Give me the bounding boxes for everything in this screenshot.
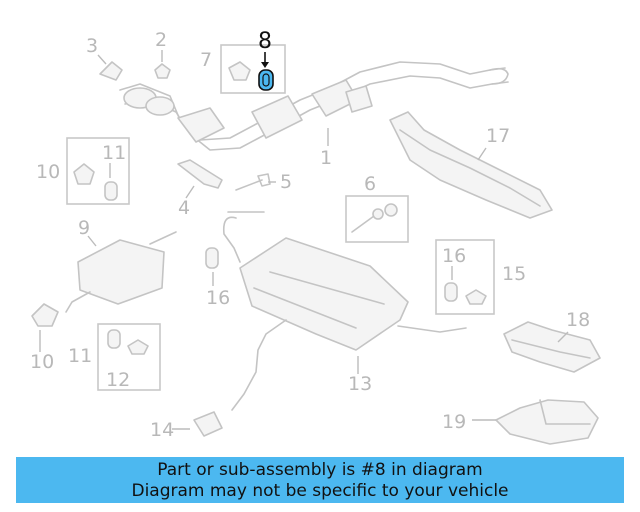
part-10-clamp[interactable] (31, 303, 59, 327)
banner-line-1: Part or sub-assembly is #8 in diagram (157, 460, 483, 480)
callout-15[interactable]: 15 (502, 263, 526, 285)
callout-12[interactable]: 12 (106, 369, 130, 391)
part-10-kit-box (66, 137, 130, 205)
part-7-clamp[interactable] (228, 61, 251, 81)
part-8-gasket[interactable] (258, 69, 274, 91)
callout-8[interactable]: 8 (258, 29, 272, 54)
part-18-heat-shield[interactable] (503, 321, 601, 373)
callout-11b[interactable]: 11 (68, 345, 92, 367)
callout-4[interactable]: 4 (178, 197, 190, 219)
part-12-hanger[interactable] (127, 339, 149, 355)
callout-9[interactable]: 9 (78, 217, 90, 239)
info-banner: Part or sub-assembly is #8 in diagram Di… (16, 457, 624, 503)
part-15-hanger[interactable] (465, 289, 487, 305)
callout-7[interactable]: 7 (200, 49, 212, 71)
callout-18[interactable]: 18 (566, 309, 590, 331)
callout-10b[interactable]: 10 (30, 351, 54, 373)
part-16-gasket[interactable] (205, 247, 219, 269)
part-6-kit-box (345, 195, 409, 243)
callout-11a[interactable]: 11 (102, 142, 126, 164)
part-3-nut[interactable] (99, 61, 123, 81)
callout-5[interactable]: 5 (280, 171, 292, 193)
part-7-kit-box (220, 44, 286, 94)
callout-17[interactable]: 17 (486, 125, 510, 147)
part-1-front-pipe[interactable] (119, 61, 509, 151)
part-9-muffler[interactable] (65, 231, 177, 313)
part-6-hardware[interactable] (351, 203, 398, 233)
part-10-bracket[interactable] (73, 163, 95, 185)
callout-16b[interactable]: 16 (442, 245, 466, 267)
part-4-bracket[interactable] (177, 159, 223, 189)
banner-line-2: Diagram may not be specific to your vehi… (131, 481, 509, 501)
callout-6[interactable]: 6 (364, 173, 376, 195)
part-5-bolt[interactable] (235, 173, 271, 191)
callout-1[interactable]: 1 (320, 147, 332, 169)
part-15-kit-box (435, 239, 495, 315)
callout-2[interactable]: 2 (155, 29, 167, 51)
part-14-tip[interactable] (193, 411, 223, 437)
part-11-gasket[interactable] (104, 181, 118, 201)
callout-10a[interactable]: 10 (36, 161, 60, 183)
callout-14[interactable]: 14 (150, 419, 174, 441)
part-16-gasket-kit[interactable] (444, 282, 458, 302)
part-11-gasket-lower[interactable] (107, 329, 121, 349)
callout-16a[interactable]: 16 (206, 287, 230, 309)
part-11-kit-box (97, 323, 161, 391)
callout-3[interactable]: 3 (86, 35, 98, 57)
callout-13[interactable]: 13 (348, 373, 372, 395)
part-17-heat-shield[interactable] (389, 111, 553, 219)
callout-19[interactable]: 19 (442, 411, 466, 433)
part-13-rear-muffler[interactable] (222, 211, 467, 411)
part-2-stud[interactable] (154, 63, 171, 79)
part-19-heat-shield[interactable] (495, 399, 599, 445)
